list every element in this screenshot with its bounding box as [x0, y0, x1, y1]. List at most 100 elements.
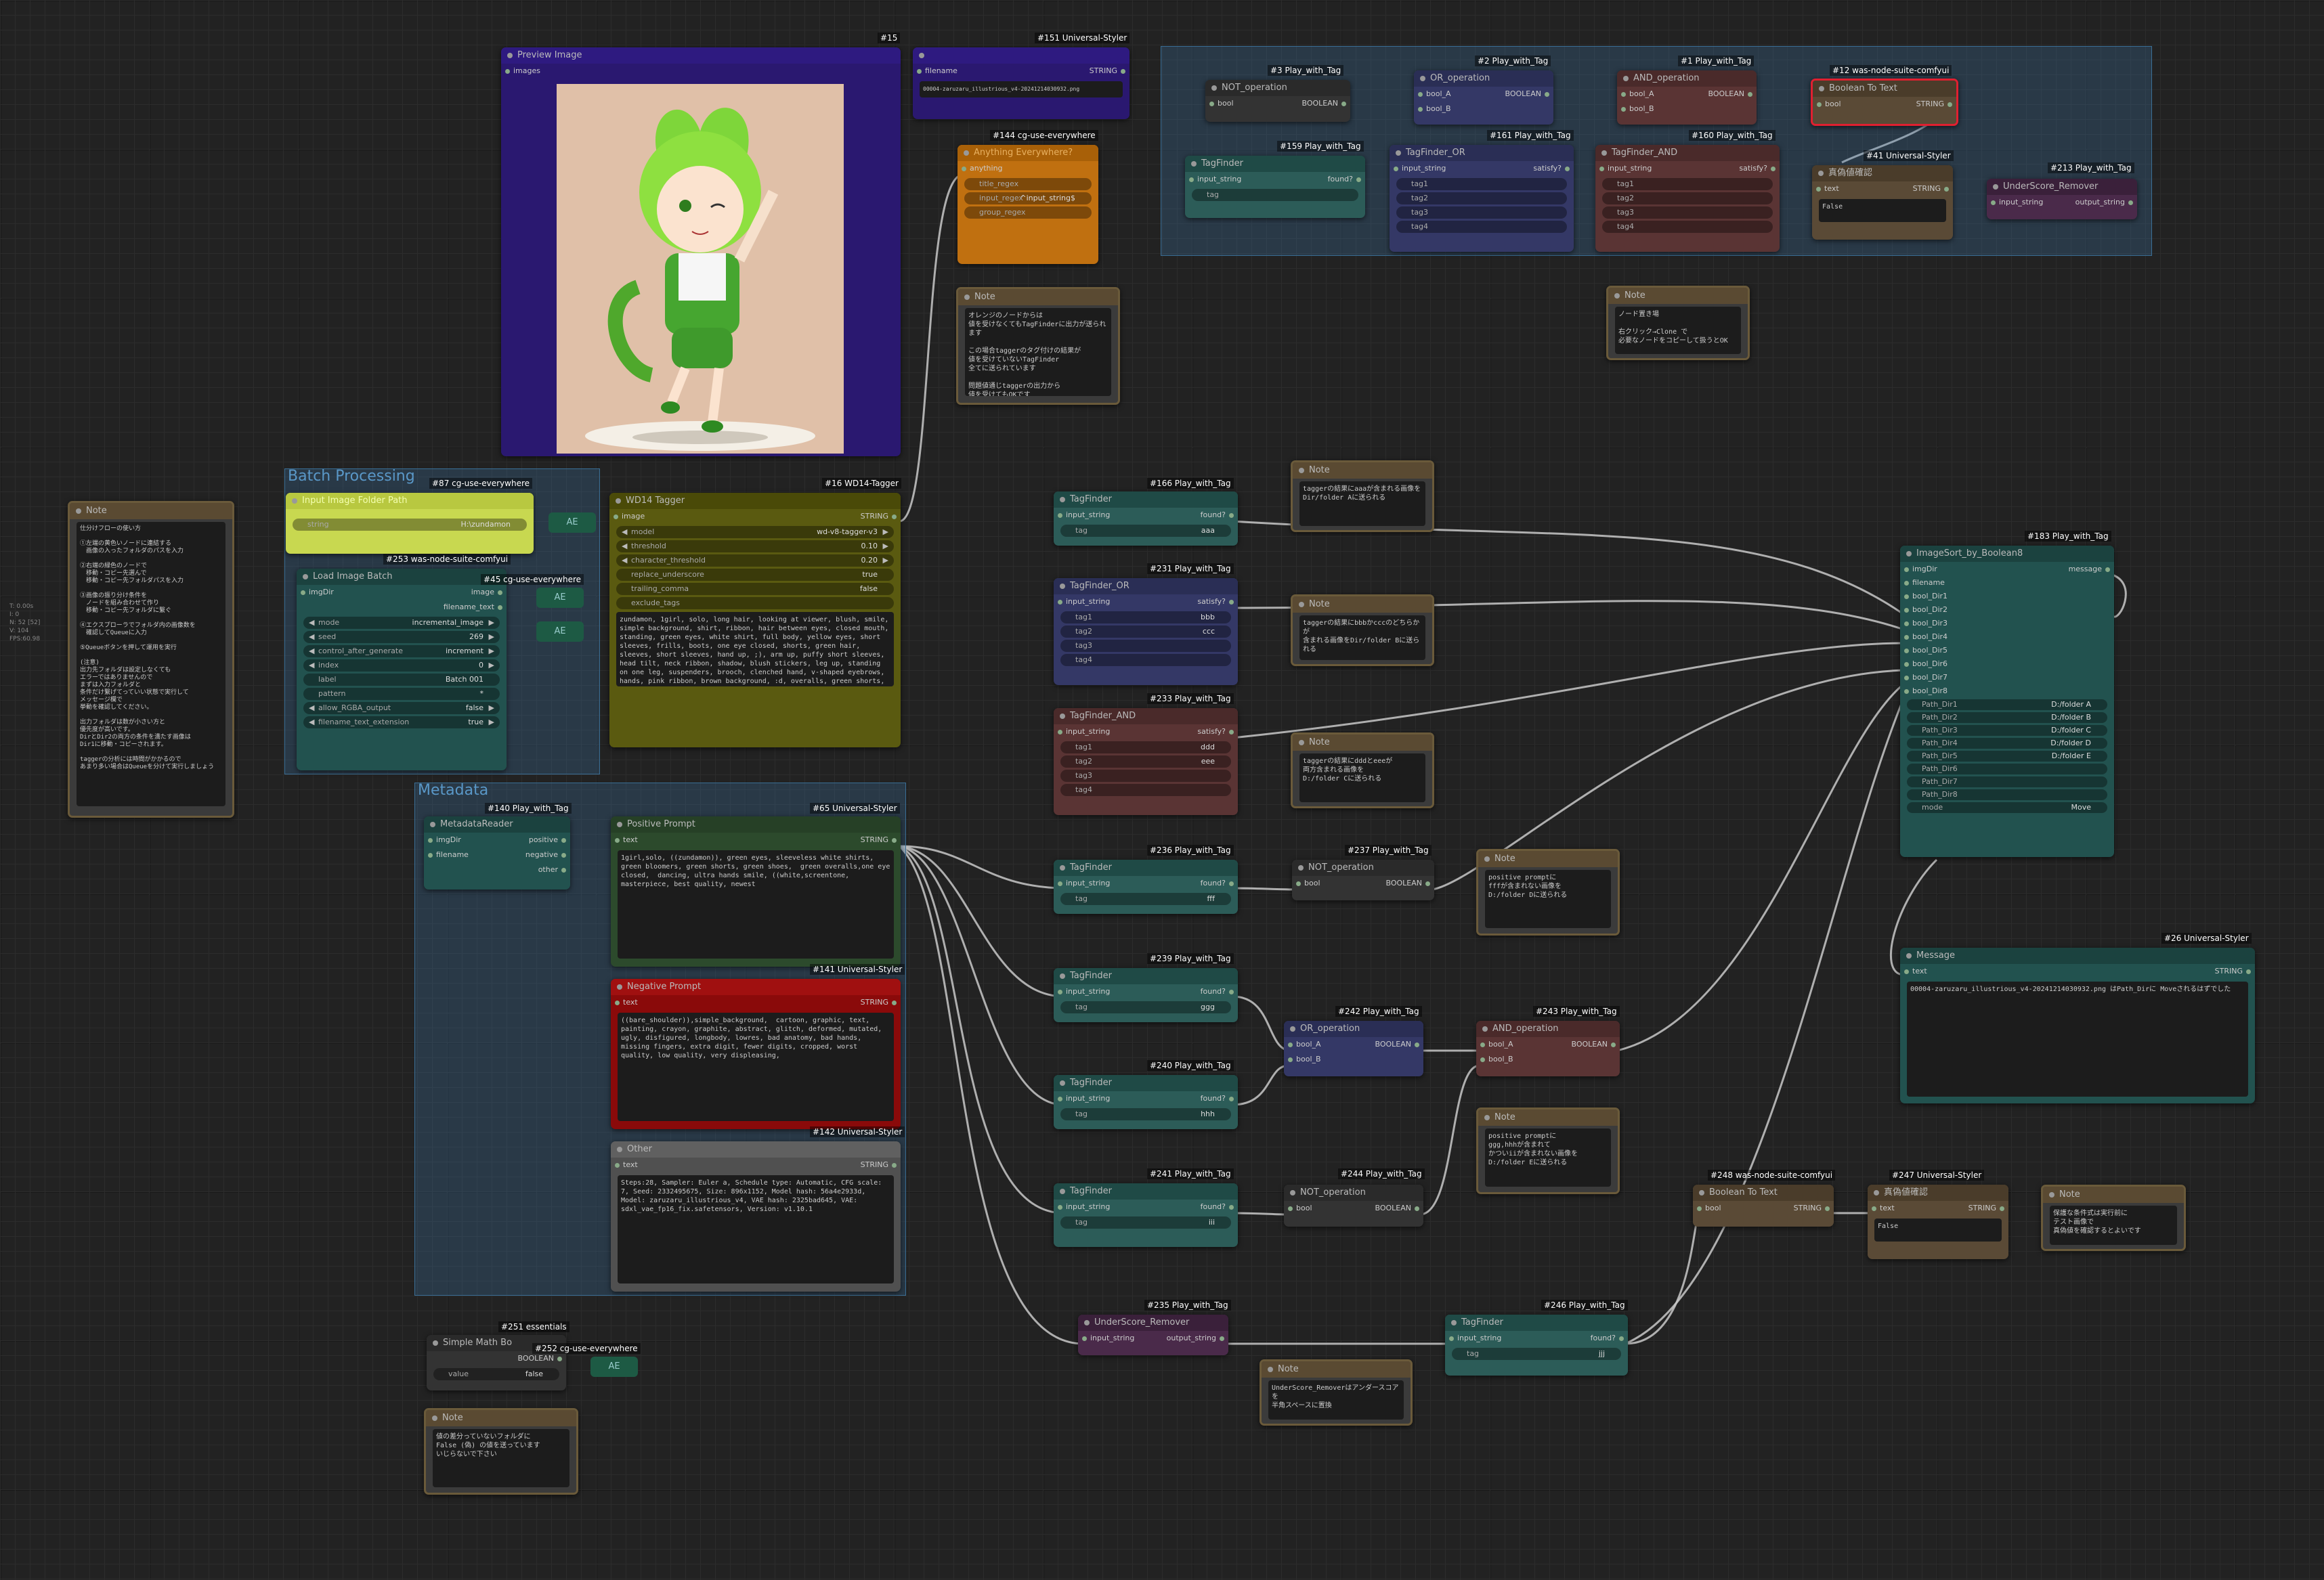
output-dot[interactable] — [1229, 881, 1234, 886]
output-dot[interactable] — [1121, 69, 1125, 74]
input-dot[interactable] — [1904, 621, 1909, 626]
output-dot[interactable] — [2128, 200, 2133, 205]
note-text[interactable]: taggerの結果にbbbかcccのどちらかが 含まれる画像をDir/folde… — [1299, 615, 1425, 660]
input-dot[interactable] — [1058, 990, 1062, 994]
output-dot[interactable] — [892, 1163, 897, 1168]
note-text[interactable]: positive promptに fffが含まれない画像を D:/folder … — [1485, 870, 1611, 928]
input-dot[interactable] — [1817, 102, 1822, 107]
positive-prompt-text[interactable]: 1girl,solo, ((zundamon)), green eyes, sl… — [618, 850, 894, 959]
input-dot[interactable] — [1904, 581, 1909, 586]
input-dot[interactable] — [1991, 200, 1996, 205]
tag2-field[interactable]: tag2 — [1602, 192, 1773, 204]
output-dot[interactable] — [1229, 990, 1234, 994]
note-node[interactable]: Note UnderScore_Removerはアンダースコアを 半角スペースに… — [1260, 1359, 1413, 1426]
note-node[interactable]: Note taggerの結果にdddとeeeが 両方含まれる画像を D:/fol… — [1291, 732, 1434, 808]
input-dot[interactable] — [1621, 107, 1626, 112]
input-dot[interactable] — [1394, 167, 1398, 171]
input-dot[interactable] — [1082, 1336, 1087, 1341]
output-dot[interactable] — [2000, 1206, 2004, 1211]
negative-prompt-text[interactable]: ((bare_shoulder)),simple_background, car… — [618, 1013, 894, 1121]
note-text[interactable]: UnderScore_Removerはアンダースコアを 半角スペースに置換 — [1268, 1380, 1404, 1420]
output-dot[interactable] — [1619, 1336, 1624, 1341]
output-dot[interactable] — [1415, 1043, 1419, 1047]
output-dot[interactable] — [498, 605, 502, 610]
tag3-field[interactable]: tag3 — [1060, 770, 1231, 782]
note-text[interactable]: オレンジのノードからは 値を受けなくてもTagFinderに出力が送られます こ… — [965, 308, 1111, 396]
output-dot[interactable] — [1948, 102, 1952, 107]
path-dir-field[interactable]: Path_Dir8 — [1907, 789, 2107, 800]
input-dot[interactable] — [1904, 649, 1909, 653]
output-dot[interactable] — [498, 590, 502, 595]
input-dot[interactable] — [1904, 689, 1909, 694]
anything-everywhere-badge[interactable]: AE — [536, 621, 584, 642]
input-dot[interactable] — [1288, 1043, 1293, 1047]
filename-text[interactable]: 00004-zaruzaru_illustrious_v4-2024121403… — [920, 81, 1123, 97]
exclude-tags-field[interactable]: exclude_tags — [616, 597, 894, 609]
output-dot[interactable] — [2105, 567, 2110, 572]
note-text[interactable]: 値の差分っていないフォルダに False (偽) の値を送っています いじらない… — [433, 1429, 569, 1487]
output-dot[interactable] — [1425, 881, 1430, 886]
output-dot[interactable] — [892, 1001, 897, 1005]
input-dot[interactable] — [428, 838, 433, 843]
tag3-field[interactable]: tag3 — [1060, 640, 1231, 652]
input-dot[interactable] — [917, 69, 922, 74]
anything-everywhere-badge[interactable]: AE — [548, 512, 596, 533]
input-dot[interactable] — [1058, 1097, 1062, 1101]
note-node[interactable]: Note positive promptに ggg,hhhが含まれて かついii… — [1476, 1107, 1620, 1194]
input-dot[interactable] — [1189, 177, 1194, 182]
note-node[interactable]: Note taggerの結果にaaaが含まれる画像をDir/folder Aに送… — [1291, 460, 1434, 532]
note-node[interactable]: Note 仕分けフローの使い方 ①左端の黄色いノードに連結する 画像の入ったフォ… — [68, 501, 234, 818]
output-dot[interactable] — [1565, 167, 1570, 171]
input-dot[interactable] — [1904, 969, 1909, 974]
output-dot[interactable] — [561, 853, 566, 858]
path-dir-field[interactable]: Path_Dir6 — [1907, 764, 2107, 774]
bool-text[interactable]: False — [1819, 199, 1946, 222]
note-text[interactable]: positive promptに ggg,hhhが含まれて かついiiが含まれな… — [1485, 1128, 1611, 1187]
input-dot[interactable] — [1058, 1205, 1062, 1210]
anything-everywhere-badge[interactable]: AE — [536, 588, 584, 608]
input-dot[interactable] — [505, 69, 510, 74]
input-dot[interactable] — [1904, 608, 1909, 613]
output-dot[interactable] — [1611, 1043, 1616, 1047]
output-dot[interactable] — [1415, 1206, 1419, 1211]
input-dot[interactable] — [1904, 662, 1909, 667]
output-dot[interactable] — [1229, 1205, 1234, 1210]
input-dot[interactable] — [1058, 513, 1062, 518]
input-dot[interactable] — [1621, 92, 1626, 97]
input-dot[interactable] — [615, 1163, 620, 1168]
output-dot[interactable] — [1356, 177, 1361, 182]
input-dot[interactable] — [615, 1001, 620, 1005]
output-dot[interactable] — [1220, 1336, 1224, 1341]
tag4-field[interactable]: tag4 — [1396, 221, 1567, 233]
input-dot[interactable] — [301, 590, 305, 595]
output-dot[interactable] — [892, 838, 897, 843]
pattern-field[interactable]: pattern* — [303, 688, 500, 700]
output-dot[interactable] — [1229, 730, 1234, 734]
